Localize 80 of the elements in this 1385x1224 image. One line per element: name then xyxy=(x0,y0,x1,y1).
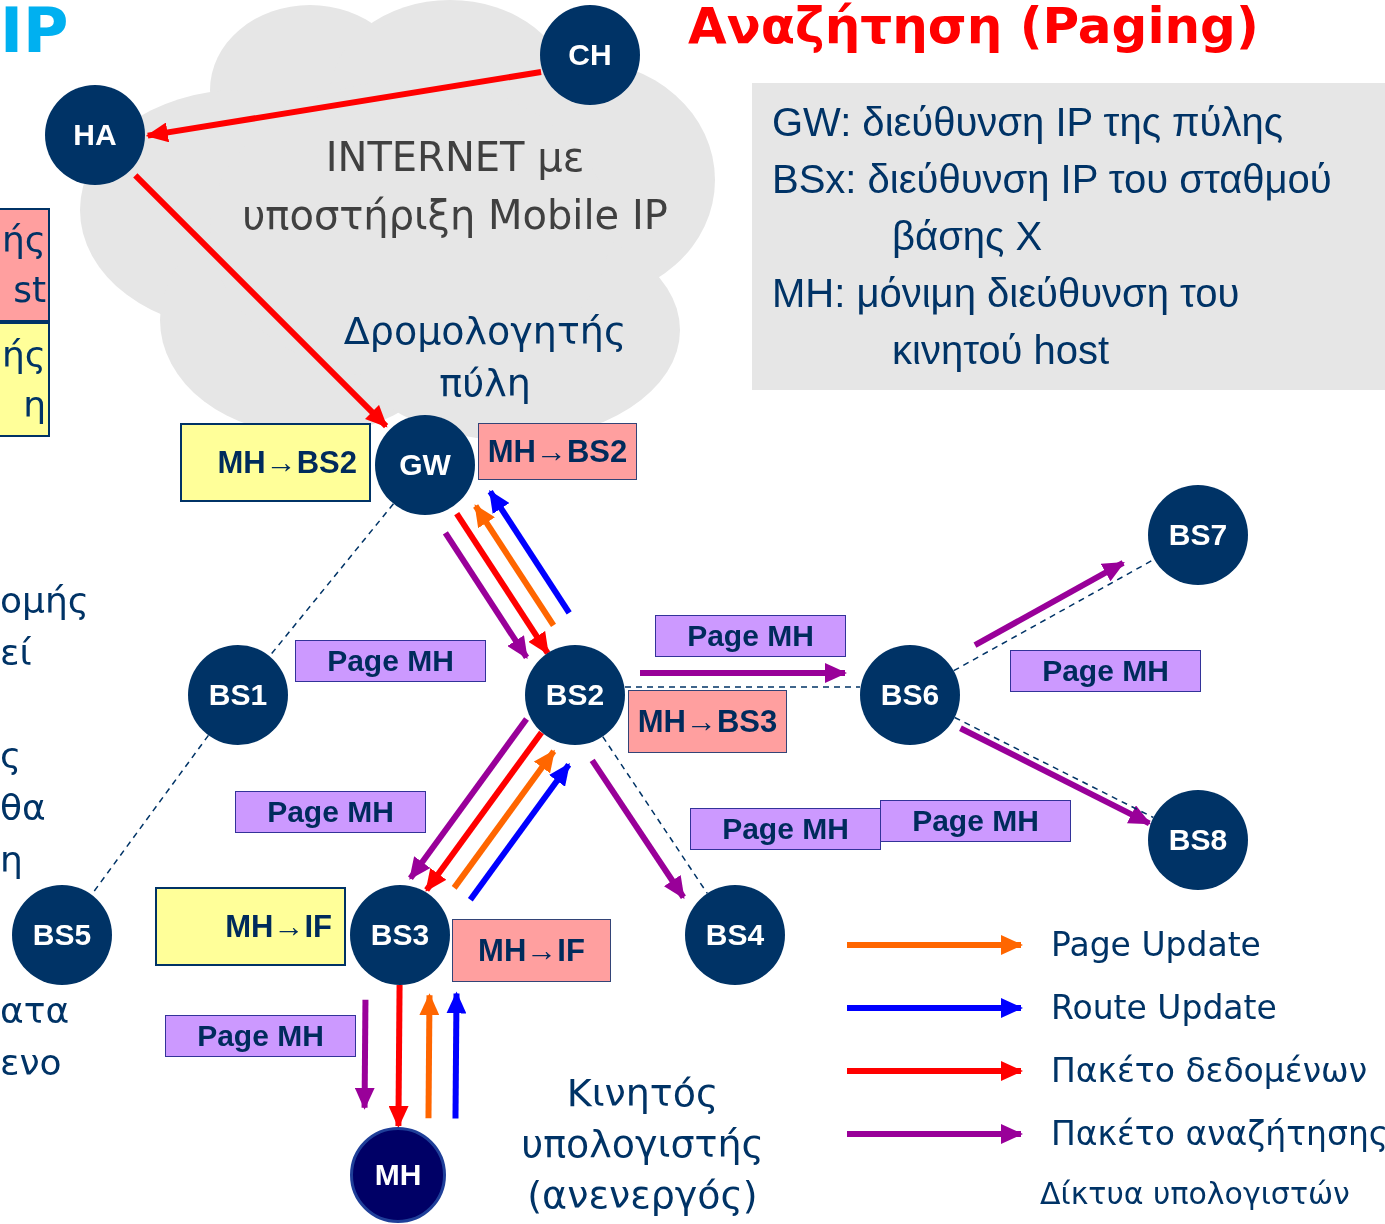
address-label: MH→IF xyxy=(478,932,585,969)
station-circle xyxy=(375,415,475,515)
page-message-box xyxy=(295,640,486,682)
arrow xyxy=(424,730,544,892)
address-label: MH→BS2 xyxy=(487,433,628,470)
address-label: ής st xyxy=(2,218,46,312)
link-line xyxy=(602,735,708,895)
arrow xyxy=(640,663,847,683)
station-label: HA xyxy=(73,118,117,152)
station-label: BS5 xyxy=(32,918,92,952)
station-circle xyxy=(525,645,625,745)
title-fragment: IP xyxy=(0,0,70,67)
link-line xyxy=(624,686,861,688)
address-box xyxy=(628,690,787,753)
station-label: BS8 xyxy=(1168,823,1228,857)
station-label: BS7 xyxy=(1168,518,1228,552)
arrow xyxy=(451,749,557,890)
message-label: Page MH xyxy=(267,795,394,829)
node-caption: Κινητός υπολογιστής (ανενεργός) xyxy=(520,1070,765,1219)
arrow xyxy=(354,999,375,1110)
address-box xyxy=(180,423,371,502)
message-label: Page MH xyxy=(197,1019,324,1053)
arrow xyxy=(589,758,686,899)
info-text: MH: μόνιμη διεύθυνση του κινητού host xyxy=(772,270,1241,374)
arrow xyxy=(446,991,467,1119)
message-label: Page MH xyxy=(912,804,1039,838)
address-label: MH→BS3 xyxy=(637,703,778,740)
arrow xyxy=(473,504,557,628)
gateway-caption: Δρομολογητής πύλη xyxy=(342,308,628,407)
message-label: Page MH xyxy=(327,644,454,678)
text-fragment: ατα ενο xyxy=(0,989,71,1085)
station-label: BS3 xyxy=(370,918,430,952)
address-box xyxy=(0,322,50,437)
arrow xyxy=(133,173,389,429)
arrow xyxy=(442,531,530,659)
arrow xyxy=(973,560,1125,648)
info-panel xyxy=(752,83,1385,390)
station-label: CH xyxy=(568,38,612,72)
address-label: MH→BS2 xyxy=(217,444,357,481)
text-fragment: ομής εί xyxy=(0,579,90,675)
station-label: BS6 xyxy=(880,678,940,712)
footer-text: Δίκτυα υπολογιστών xyxy=(1040,1176,1351,1211)
address-box xyxy=(478,423,637,480)
arrow xyxy=(388,984,409,1128)
station-label: BS1 xyxy=(208,678,268,712)
legend-label: Route Update xyxy=(1051,988,1277,1027)
arrow xyxy=(408,717,529,880)
arrow xyxy=(959,725,1152,826)
address-box xyxy=(452,919,611,982)
info-text: BSx: διεύθυνση IP του σταθμού βάσης X xyxy=(772,156,1333,260)
message-label: Page MH xyxy=(687,619,814,653)
link-line xyxy=(953,716,1155,819)
legend-label: Πακέτο αναζήτησης xyxy=(1051,1114,1385,1153)
arrow xyxy=(487,490,572,615)
legend-label: Πακέτο δεδομένων xyxy=(1051,1051,1368,1090)
page-message-box xyxy=(1010,650,1201,692)
text-fragment: ς θα η xyxy=(0,734,47,882)
legend-label: Page Update xyxy=(1051,925,1261,964)
station-label: MH xyxy=(374,1158,422,1192)
address-box xyxy=(0,208,50,322)
address-box xyxy=(155,887,346,966)
address-label: ής η xyxy=(2,332,46,427)
info-text: GW: διεύθυνση IP της πύλης xyxy=(772,99,1283,146)
arrow xyxy=(467,762,572,902)
station-label: BS2 xyxy=(545,678,605,712)
page-message-box xyxy=(690,808,881,850)
cloud-label: INTERNET με υποστήριξη Mobile IP xyxy=(241,133,669,240)
title: Αναζήτηση (Paging) xyxy=(688,0,1259,55)
page-message-box xyxy=(880,800,1071,842)
arrow xyxy=(454,511,551,655)
page-message-box xyxy=(655,615,846,657)
address-label: MH→IF xyxy=(225,908,332,945)
station-label: GW xyxy=(399,448,451,482)
message-label: Page MH xyxy=(1042,654,1169,688)
arrow xyxy=(419,993,440,1119)
message-label: Page MH xyxy=(722,812,849,846)
station-label: BS4 xyxy=(705,918,765,952)
arrow xyxy=(145,69,542,143)
page-message-box xyxy=(235,791,426,833)
page-message-box xyxy=(165,1015,356,1057)
